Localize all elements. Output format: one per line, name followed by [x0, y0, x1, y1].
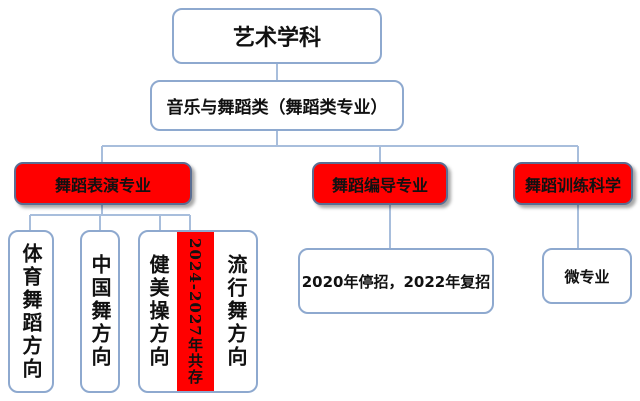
- direction-aerobics: 健美操方向: [140, 232, 176, 391]
- major-performance: 舞蹈表演专业: [14, 162, 192, 205]
- major-choreography: 舞蹈编导专业: [312, 162, 448, 205]
- major-training-science: 舞蹈训练科学: [513, 162, 633, 205]
- major-performance-label: 舞蹈表演专业: [54, 175, 151, 195]
- root-node: 艺术学科: [172, 8, 382, 64]
- coexist-banner-label: 2024-2027年共存: [186, 238, 204, 385]
- choreography-note-label: 2020年停招，2022年复招: [301, 272, 491, 291]
- level1-label: 音乐与舞蹈类（舞蹈类专业）: [166, 98, 388, 118]
- direction-aerobics-label: 健美操方向: [146, 254, 170, 369]
- direction-sport-dance: 体育舞蹈方向: [8, 230, 54, 393]
- level1-node: 音乐与舞蹈类（舞蹈类专业）: [150, 80, 404, 131]
- major-choreography-label: 舞蹈编导专业: [331, 175, 428, 195]
- direction-sport-dance-label: 体育舞蹈方向: [19, 242, 43, 381]
- direction-chinese-dance: 中国舞方向: [80, 230, 120, 393]
- direction-pop-dance-label: 流行舞方向: [224, 254, 248, 369]
- choreography-note: 2020年停招，2022年复招: [298, 248, 494, 314]
- training-note: 微专业: [542, 248, 632, 304]
- major-training-science-label: 舞蹈训练科学: [524, 175, 621, 195]
- root-label: 艺术学科: [232, 26, 321, 51]
- coexist-banner: 2024-2027年共存: [177, 232, 214, 391]
- training-note-label: 微专业: [564, 267, 610, 286]
- direction-pop-dance: 流行舞方向: [216, 232, 256, 391]
- direction-chinese-dance-label: 中国舞方向: [88, 254, 112, 369]
